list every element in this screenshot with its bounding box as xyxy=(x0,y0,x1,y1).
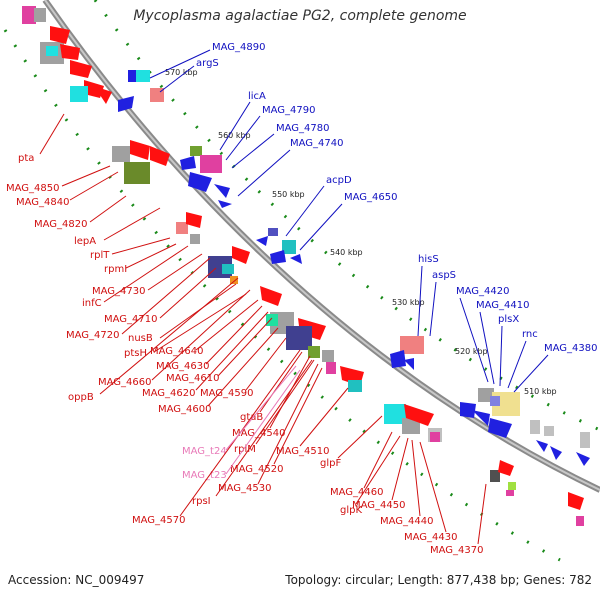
forward-leader-lines xyxy=(149,49,549,393)
accession-text: Accession: NC_009497 xyxy=(8,573,145,587)
reverse-gene-label: MAG_4590 xyxy=(200,388,254,399)
reverse-gene-label: MAG_4540 xyxy=(232,428,286,439)
forward-gene-label: MAG_4790 xyxy=(262,105,316,116)
reverse-gene-label: glpF xyxy=(320,458,341,469)
reverse-gene-label: pta xyxy=(18,153,34,164)
forward-gene-label: MAG_4410 xyxy=(476,300,530,311)
kbp-label: 520 kbp xyxy=(455,347,488,356)
reverse-gene-label: infC xyxy=(82,298,102,309)
reverse-gene-label: MAG_4450 xyxy=(352,500,406,511)
reverse-gene-label: MAG_4570 xyxy=(132,515,186,526)
kbp-tick-labels: 570 kbp 560 kbp 550 kbp 540 kbp 530 kbp … xyxy=(165,68,557,396)
reverse-gene-label: MAG_4610 xyxy=(166,373,220,384)
trna-gene-labels: MAG_t24 MAG_t23 xyxy=(182,446,227,481)
reverse-gene-label: MAG_4520 xyxy=(230,464,284,475)
reverse-gene-label: MAG_4640 xyxy=(150,346,204,357)
reverse-gene-label: MAG_4600 xyxy=(158,404,212,415)
reverse-gene-label: MAG_4370 xyxy=(430,545,484,556)
forward-gene-label: MAG_4890 xyxy=(212,42,266,53)
reverse-gene-label: ptsH xyxy=(124,348,147,359)
trna-gene-label: MAG_t23 xyxy=(182,470,227,481)
reverse-gene-label: MAG_4730 xyxy=(92,286,146,297)
reverse-gene-label: lepA xyxy=(74,236,96,247)
reverse-gene-label: MAG_4510 xyxy=(276,446,330,457)
forward-features xyxy=(118,70,590,466)
kbp-label: 540 kbp xyxy=(330,248,363,257)
forward-gene-label: MAG_4380 xyxy=(544,343,598,354)
forward-gene-label: rnc xyxy=(522,329,538,340)
kbp-label: 560 kbp xyxy=(218,131,251,140)
reverse-gene-label: MAG_4460 xyxy=(330,487,384,498)
forward-gene-label: argS xyxy=(196,58,219,69)
reverse-gene-label: MAG_4720 xyxy=(66,330,120,341)
kbp-label: 530 kbp xyxy=(392,298,425,307)
reverse-gene-label: MAG_4660 xyxy=(98,377,152,388)
reverse-gene-label: rplT xyxy=(90,250,110,261)
reverse-gene-label: MAG_4840 xyxy=(16,197,70,208)
kbp-label: 510 kbp xyxy=(524,387,557,396)
map-title: Mycoplasma agalactiae PG2, complete geno… xyxy=(133,8,467,24)
reverse-gene-label: nusB xyxy=(128,333,153,344)
forward-gene-label: hisS xyxy=(418,254,439,265)
forward-gene-label: MAG_4650 xyxy=(344,192,398,203)
trna-gene-label: MAG_t24 xyxy=(182,446,227,457)
forward-gene-label: plsX xyxy=(498,314,519,325)
reverse-gene-label: MAG_4430 xyxy=(404,532,458,543)
forward-gene-labels: MAG_4890 argS licA MAG_4790 MAG_4780 MAG… xyxy=(196,42,598,354)
forward-gene-label: MAG_4420 xyxy=(456,286,510,297)
forward-gene-label: licA xyxy=(248,91,266,102)
forward-gene-label: aspS xyxy=(432,270,456,281)
reverse-gene-label: MAG_4530 xyxy=(218,483,272,494)
reverse-gene-label: MAG_4850 xyxy=(6,183,60,194)
reverse-gene-label: MAG_4620 xyxy=(142,388,196,399)
reverse-gene-label: rpmI xyxy=(104,264,127,275)
reverse-gene-label: MAG_4710 xyxy=(104,314,158,325)
genome-summary-text: Topology: circular; Length: 877,438 bp; … xyxy=(285,573,592,587)
reverse-gene-label: MAG_4630 xyxy=(156,361,210,372)
reverse-gene-label: oppB xyxy=(68,392,94,403)
reverse-gene-labels: pta MAG_4850 MAG_4840 MAG_4820 lepA rplT… xyxy=(6,153,484,556)
forward-gene-label: acpD xyxy=(326,175,352,186)
trna-leader-lines xyxy=(225,365,301,475)
reverse-gene-label: MAG_4820 xyxy=(34,219,88,230)
reverse-features xyxy=(22,6,584,526)
kbp-label: 550 kbp xyxy=(272,190,305,199)
forward-gene-label: MAG_4740 xyxy=(290,138,344,149)
reverse-gene-label: rpsI xyxy=(192,496,211,507)
reverse-leader-lines xyxy=(39,113,487,545)
reverse-gene-label: rplM xyxy=(234,444,256,455)
forward-gene-label: MAG_4780 xyxy=(276,123,330,134)
kbp-label: 570 kbp xyxy=(165,68,198,77)
reverse-gene-label: glpK xyxy=(340,505,362,516)
reverse-gene-label: MAG_4440 xyxy=(380,516,434,527)
